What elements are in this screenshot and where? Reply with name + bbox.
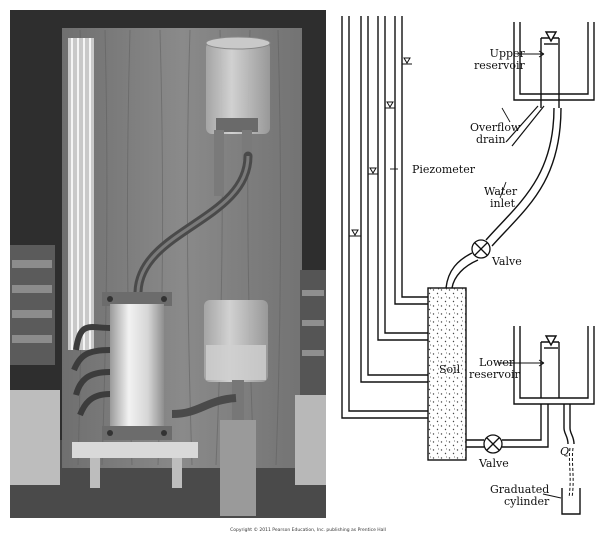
permeameter-schematic bbox=[341, 16, 595, 515]
lower-reservoir bbox=[513, 326, 595, 405]
upper-valve-label: Valve bbox=[492, 255, 522, 268]
lower-valve bbox=[483, 434, 503, 454]
graduated-cylinder bbox=[561, 488, 581, 515]
piezometer-water-levels bbox=[349, 57, 412, 237]
permeameter-cylinder-photo bbox=[102, 292, 172, 440]
piezometer-tube-4-inner bbox=[401, 16, 428, 298]
drain-pipe bbox=[563, 404, 575, 445]
soil-label: Soil bbox=[439, 363, 461, 376]
upper-reservoir-label-line1: Upper bbox=[489, 47, 525, 60]
piezometer-tube-3 bbox=[377, 16, 428, 341]
flow-stream bbox=[568, 447, 574, 499]
piezometer-label: Piezometer bbox=[412, 163, 475, 176]
overflow-drain-label: Overflow drain bbox=[470, 122, 520, 146]
apparatus-photo bbox=[10, 10, 326, 518]
outlet-hose bbox=[171, 394, 237, 418]
lower-reservoir-label: Lower reservoir bbox=[469, 357, 520, 381]
leader-lines bbox=[390, 50, 562, 499]
piezometer-hoses-photo bbox=[71, 324, 111, 417]
upper-reservoir-photo bbox=[205, 36, 271, 196]
water-inlet-label-line2: inlet bbox=[490, 197, 516, 210]
piezometer-tube-4 bbox=[394, 16, 428, 305]
water-inlet-label-line1: Water bbox=[484, 185, 518, 198]
flow-q-label: Q bbox=[560, 445, 570, 458]
graduated-cylinder-label: Graduated cylinder bbox=[490, 484, 549, 508]
upper-reservoir-label-line2: reservoir bbox=[474, 59, 525, 72]
inlet-to-soil-pipe bbox=[445, 252, 479, 289]
upper-valve bbox=[471, 239, 491, 259]
stand-photo bbox=[220, 420, 256, 516]
overflow-drain-label-line1: Overflow bbox=[470, 121, 521, 134]
lower-valve-label: Valve bbox=[479, 457, 509, 470]
upper-reservoir-label: Upper reservoir bbox=[474, 48, 525, 72]
lower-reservoir-label-line2: reservoir bbox=[469, 368, 520, 381]
piezometer-tube-2-inner bbox=[367, 16, 428, 376]
upper-reservoir bbox=[513, 22, 595, 108]
lower-reservoir-label-line1: Lower bbox=[479, 356, 515, 369]
overflow-drain-pipe bbox=[505, 105, 545, 147]
overflow-drain-label-line2: drain bbox=[476, 133, 506, 146]
water-inlet-label: Water inlet bbox=[484, 186, 517, 210]
lower-reservoir-photo bbox=[204, 300, 268, 420]
soil-specimen bbox=[427, 287, 467, 461]
graduated-cylinder-label-line1: Graduated bbox=[490, 483, 550, 496]
piezometer-tube-1 bbox=[341, 16, 428, 419]
outlet-pipe bbox=[466, 404, 549, 448]
piezometer-tube-3-inner bbox=[384, 16, 428, 334]
piezometer-tubes-photo bbox=[68, 38, 94, 350]
piezometer-tube-2 bbox=[360, 16, 428, 383]
table-photo bbox=[72, 442, 198, 488]
background-equipment-right bbox=[295, 270, 326, 485]
water-inlet-pipe bbox=[485, 107, 562, 247]
piezometer-tube-1-inner bbox=[348, 16, 428, 412]
background-equipment-left bbox=[10, 245, 60, 485]
copyright-notice: Copyright © 2011 Pearson Education, Inc.… bbox=[230, 528, 386, 533]
graduated-cylinder-label-line2: cylinder bbox=[504, 495, 550, 508]
